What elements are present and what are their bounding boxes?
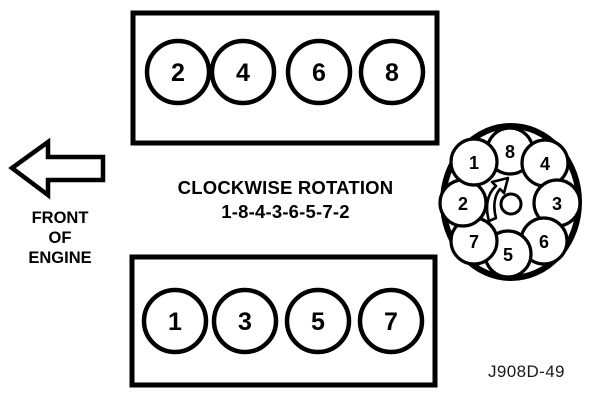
distributor-terminal-number: 6 [539, 232, 549, 252]
clockwise-rotation-label: CLOCKWISE ROTATION [177, 177, 394, 198]
distributor-terminal [449, 137, 499, 187]
distributor-terminal-number: 3 [552, 194, 562, 214]
cylinder-number: 8 [385, 59, 399, 87]
figure-caption: J908D-49 [488, 362, 565, 381]
front-of-engine-label: FRONT OF ENGINE [6, 208, 114, 268]
distributor-terminal-number: 5 [503, 245, 513, 265]
cylinder-number: 4 [236, 59, 250, 87]
cylinder-circle [144, 38, 212, 106]
cylinder-number: 6 [312, 59, 326, 87]
cylinder-circle [211, 287, 279, 355]
cylinder-number: 3 [238, 308, 252, 336]
bottom-bank-group: 1 3 5 7 [129, 254, 438, 388]
front-of-engine-arrow-group [8, 137, 106, 200]
distributor-terminal-number: 2 [458, 194, 468, 214]
distributor-terminal-number: 8 [505, 142, 515, 162]
cylinder-number: 5 [311, 308, 325, 336]
cylinder-circle [141, 287, 209, 355]
cylinder-circle [358, 38, 426, 106]
distributor-terminal-number: 4 [540, 154, 550, 174]
clockwise-rotation-arrow-icon [485, 176, 510, 223]
cylinder-circle [357, 287, 425, 355]
cylinder-circle [285, 38, 353, 106]
front-of-engine-line-3: ENGINE [28, 249, 92, 267]
cylinder-number: 1 [168, 308, 182, 336]
left-arrow-icon [8, 137, 106, 200]
cylinder-circle [209, 38, 277, 106]
cylinder-circle [284, 287, 352, 355]
bottom-bank-cylinders: 1 3 5 7 [141, 287, 425, 355]
firing-order-label: 1-8-4-3-6-5-7-2 [221, 201, 350, 222]
cylinder-number: 7 [384, 308, 398, 336]
front-of-engine-line-2: OF [48, 229, 72, 247]
top-bank-group: 2 4 6 8 [130, 10, 440, 146]
cylinder-number: 2 [171, 59, 185, 87]
front-of-engine-line-1: FRONT [31, 209, 89, 227]
distributor-shaft [499, 192, 523, 216]
distributor-terminal-number: 1 [469, 153, 479, 173]
top-bank-cylinders: 2 4 6 8 [144, 38, 426, 106]
distributor-group: 8 4 3 6 5 7 2 1 [438, 123, 582, 281]
distributor-terminal-number: 7 [469, 232, 479, 252]
